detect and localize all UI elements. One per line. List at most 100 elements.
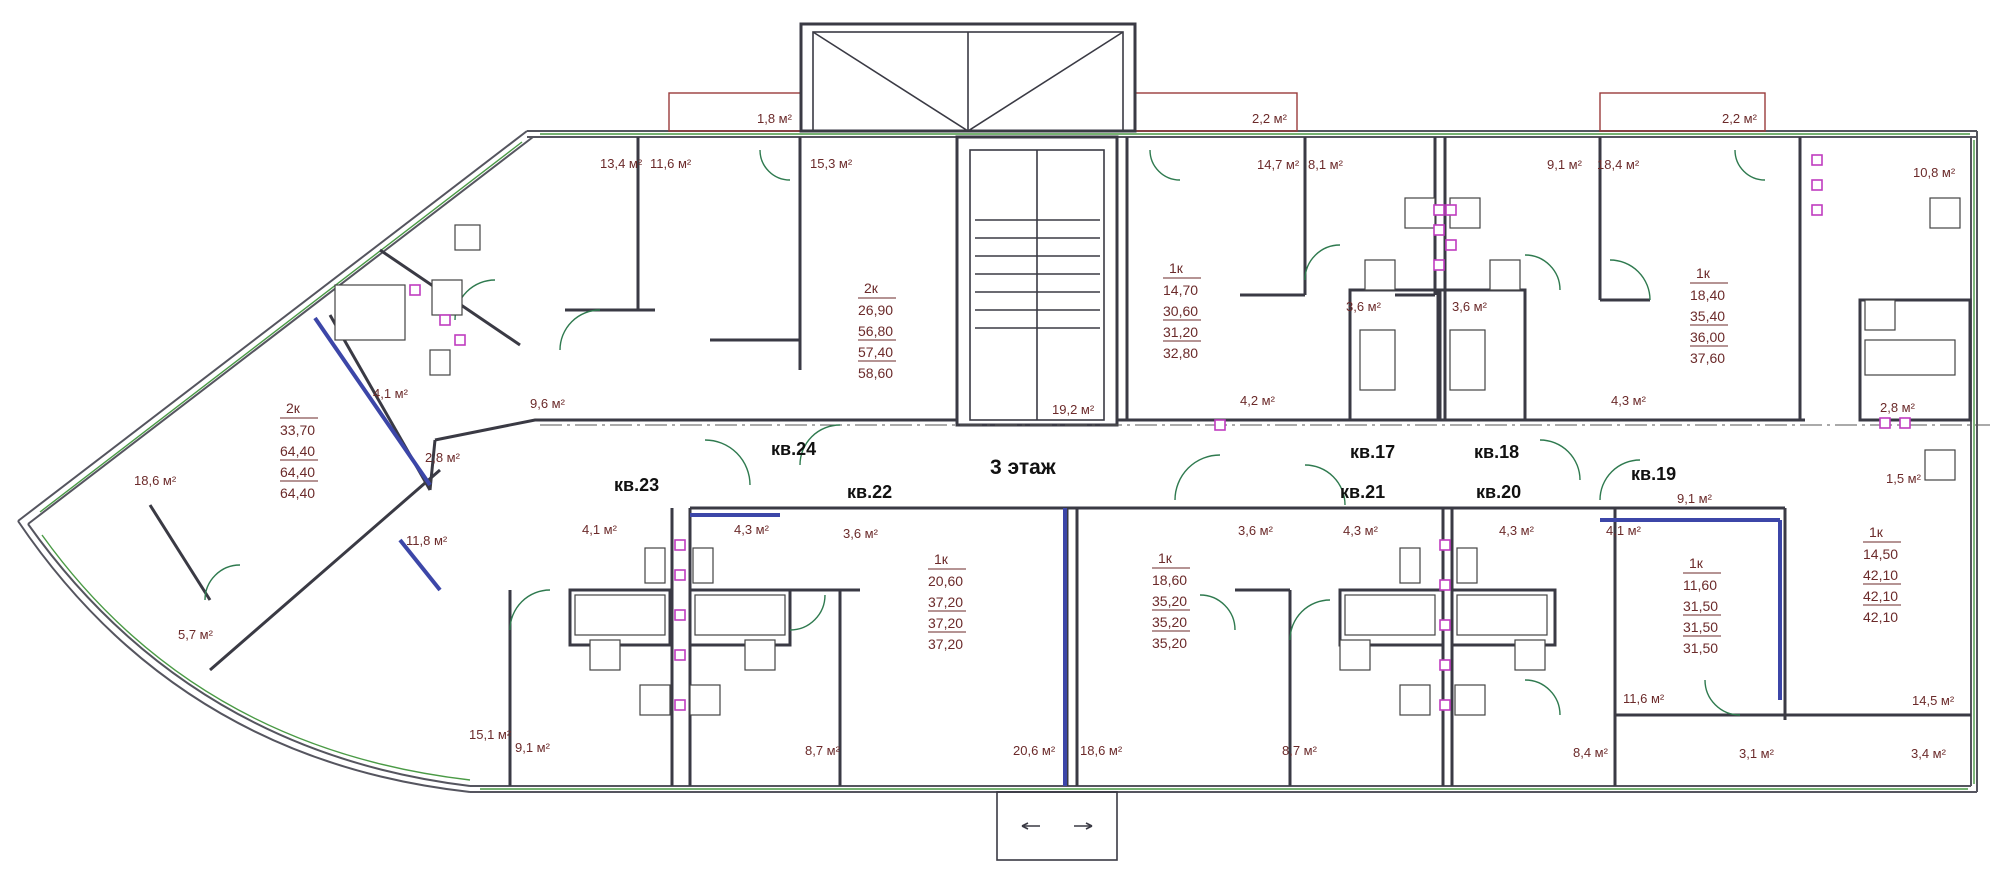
spec-rooms: 1к	[1158, 550, 1173, 566]
spec-value-total: 56,80	[858, 323, 893, 339]
room-area: 2,8 м²	[425, 450, 461, 465]
spec-block: 1к 18,40 35,40 36,00 37,60	[1690, 265, 1728, 366]
room-area: 19,2 м²	[1052, 402, 1095, 417]
room-area: 8,4 м²	[1573, 745, 1609, 760]
apt-label-24: кв.24	[771, 439, 816, 459]
room-area: 9,1 м²	[1547, 157, 1583, 172]
room-area: 1,8 м²	[757, 111, 793, 126]
spec-value-total: 37,20	[928, 594, 963, 610]
room-area: 20,6 м²	[1013, 743, 1056, 758]
interior-walls	[148, 137, 1972, 786]
room-area: 4,1 м²	[373, 386, 409, 401]
room-area: 9,6 м²	[530, 396, 566, 411]
spec-value-total: 42,10	[1863, 567, 1898, 583]
spec-rooms: 1к	[934, 551, 949, 567]
room-area: 3,4 м²	[1911, 746, 1947, 761]
spec-rooms: 1к	[1169, 260, 1184, 276]
apartment-labels: кв.17 кв.18 кв.19 кв.20 кв.21 кв.22 кв.2…	[614, 439, 1676, 502]
room-area: 3,6 м²	[843, 526, 879, 541]
spec-value-total: 35,40	[1690, 308, 1725, 324]
room-area: 2,8 м²	[1880, 400, 1916, 415]
spec-value-living: 18,40	[1690, 287, 1725, 303]
spec-value-total-loggia: 31,50	[1683, 640, 1718, 656]
spec-value-total-loggia: 58,60	[858, 365, 893, 381]
spec-value-balcony: 57,40	[858, 344, 893, 360]
spec-value-total-loggia: 37,60	[1690, 350, 1725, 366]
spec-value-balcony: 35,20	[1152, 614, 1187, 630]
room-area: 2,2 м²	[1252, 111, 1288, 126]
stair-shaft	[799, 22, 1137, 427]
apt-label-20: кв.20	[1476, 482, 1521, 502]
room-area: 14,5 м²	[1912, 693, 1955, 708]
room-area: 9,1 м²	[515, 740, 551, 755]
apt-label-17: кв.17	[1350, 442, 1395, 462]
floor-label-group: 3 этаж	[990, 456, 1057, 479]
spec-value-total-loggia: 42,10	[1863, 609, 1898, 625]
spec-rooms: 2к	[286, 400, 301, 416]
spec-value-balcony: 36,00	[1690, 329, 1725, 345]
spec-block: 1к 11,60 31,50 31,50 31,50	[1683, 555, 1721, 656]
spec-rooms: 1к	[1696, 265, 1711, 281]
room-area: 4,1 м²	[582, 522, 618, 537]
spec-block: 2к 33,70 64,40 64,40 64,40	[280, 400, 318, 501]
room-area: 3,6 м²	[1238, 523, 1274, 538]
room-area-labels: 1,8 м² 2,2 м² 2,2 м² 13,4 м² 11,6 м² 15,…	[134, 111, 1956, 761]
entrance-canopy	[996, 791, 1118, 861]
room-area: 18,6 м²	[1080, 743, 1123, 758]
spec-block: 1к 18,60 35,20 35,20 35,20	[1152, 550, 1190, 651]
room-area: 11,6 м²	[650, 156, 692, 171]
spec-value-total-loggia: 35,20	[1152, 635, 1187, 651]
vent-risers	[409, 154, 1911, 711]
apt-label-22: кв.22	[847, 482, 892, 502]
spec-rooms: 1к	[1869, 524, 1884, 540]
room-area: 8,7 м²	[1282, 743, 1318, 758]
exterior-walls	[17, 130, 1978, 793]
room-area: 4,3 м²	[1611, 393, 1647, 408]
spec-value-total: 31,50	[1683, 598, 1718, 614]
room-area: 10,8 м²	[1913, 165, 1956, 180]
room-area: 18,4 м²	[1597, 157, 1640, 172]
partitions	[313, 316, 1782, 786]
spec-value-living: 14,70	[1163, 282, 1198, 298]
room-area: 4,3 м²	[1499, 523, 1535, 538]
spec-block: 1к 20,60 37,20 37,20 37,20	[928, 551, 966, 652]
room-area: 5,7 м²	[178, 627, 214, 642]
spec-value-living: 26,90	[858, 302, 893, 318]
spec-value-total: 35,20	[1152, 593, 1187, 609]
spec-value-total-loggia: 64,40	[280, 485, 315, 501]
spec-block: 1к 14,70 30,60 31,20 32,80	[1163, 260, 1201, 361]
room-area: 15,1 м²	[469, 727, 512, 742]
spec-rooms: 1к	[1689, 555, 1704, 571]
spec-block: 2к 26,90 56,80 57,40 58,60	[858, 280, 896, 381]
room-area: 8,7 м²	[805, 743, 841, 758]
apt-label-19: кв.19	[1631, 464, 1676, 484]
room-area: 4,3 м²	[734, 522, 770, 537]
room-area: 4,2 м²	[1240, 393, 1276, 408]
room-area: 9,1 м²	[1677, 491, 1713, 506]
spec-value-balcony: 31,20	[1163, 324, 1198, 340]
room-area: 1,5 м²	[1886, 471, 1922, 486]
floor-label: 3 этаж	[990, 456, 1057, 479]
room-area: 14,7 м²	[1257, 157, 1300, 172]
fixtures	[334, 197, 1961, 716]
spec-value-balcony: 31,50	[1683, 619, 1718, 635]
spec-value-total-loggia: 32,80	[1163, 345, 1198, 361]
room-area: 18,6 м²	[134, 473, 177, 488]
spec-value-living: 14,50	[1863, 546, 1898, 562]
room-area: 3,6 м²	[1346, 299, 1382, 314]
room-area: 4,1 м²	[1606, 523, 1642, 538]
spec-value-balcony: 64,40	[280, 464, 315, 480]
balconies	[668, 92, 1766, 132]
apt-label-21: кв.21	[1340, 482, 1385, 502]
spec-value-balcony: 37,20	[928, 615, 963, 631]
room-area: 15,3 м²	[810, 156, 853, 171]
room-area: 4,3 м²	[1343, 523, 1379, 538]
spec-value-living: 20,60	[928, 573, 963, 589]
room-area: 2,2 м²	[1722, 111, 1758, 126]
spec-block: 1к 14,50 42,10 42,10 42,10	[1863, 524, 1901, 625]
room-area: 11,8 м²	[406, 533, 448, 548]
apt-label-18: кв.18	[1474, 442, 1519, 462]
room-area: 11,6 м²	[1623, 691, 1665, 706]
spec-value-total: 64,40	[280, 443, 315, 459]
